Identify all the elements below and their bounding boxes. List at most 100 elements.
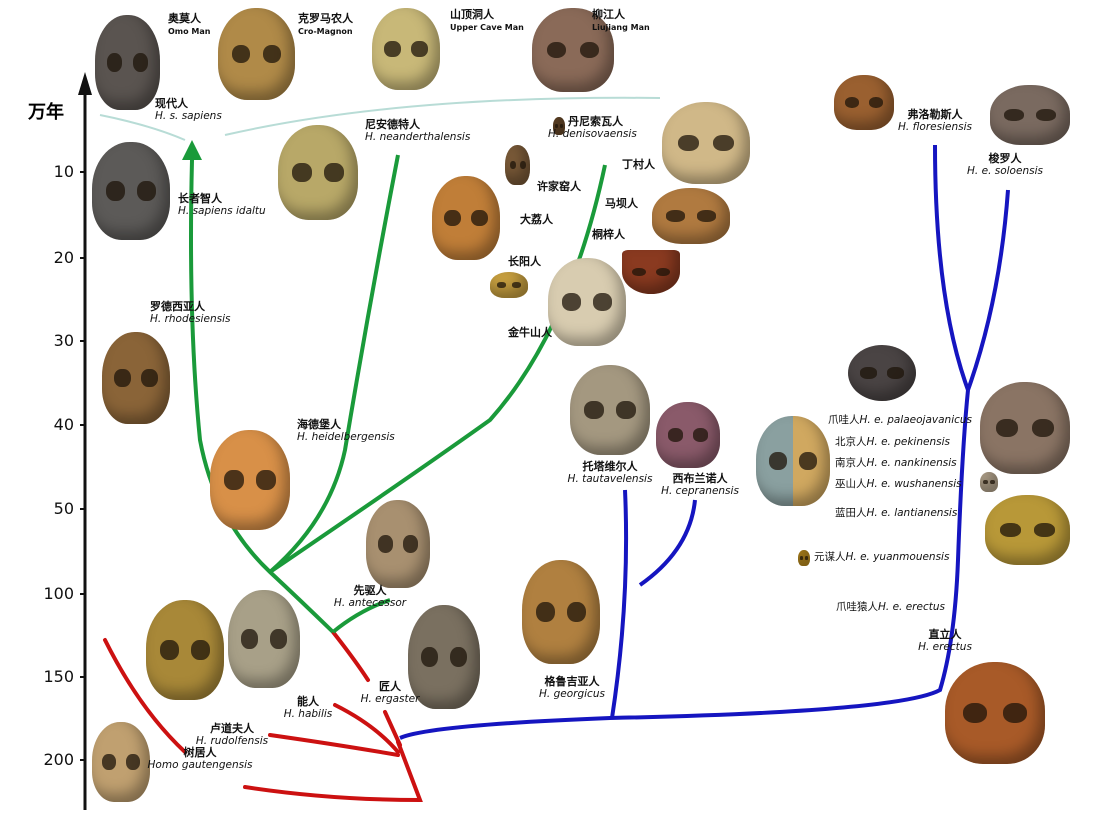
- sangiran-skull-image: [980, 382, 1070, 474]
- label-zh: 蓝田人: [835, 507, 867, 519]
- label-en: H. floresiensis: [898, 121, 972, 133]
- label-en: H. denisovaensis: [548, 128, 637, 140]
- georgicus-skull-image: [522, 560, 600, 664]
- modern-link-curve: [99, 96, 661, 141]
- subspecies-row: 北京人H. e. pekinensis: [835, 434, 950, 449]
- java-skullcap-image: [848, 345, 916, 401]
- dingcun-skull-image: [662, 102, 750, 184]
- label-zh: 西布兰诺人: [672, 472, 728, 485]
- changyang-label: 长阳人: [508, 255, 541, 268]
- ergaster-skull-image: [408, 605, 480, 709]
- tick-label: 150: [43, 667, 74, 686]
- label-zh: 南京人: [835, 457, 867, 469]
- dingcun-label: 丁村人: [622, 158, 655, 171]
- neanderthal-skull-image: [278, 125, 358, 220]
- axis-unit-label: 万年: [28, 102, 64, 123]
- label-zh: 树居人: [183, 746, 217, 759]
- axis-ticks: [80, 171, 85, 761]
- xujiayao-fragment-image: [505, 145, 530, 185]
- lantian-skull-image: [985, 495, 1070, 565]
- subspecies-row: 蓝田人H. e. lantianensis: [835, 505, 957, 520]
- label-zh: 现代人: [155, 97, 188, 110]
- erectus-skull-image: [945, 662, 1045, 764]
- label-zh: 先驱人: [353, 584, 387, 597]
- tongzi-label: 桐梓人: [592, 228, 625, 241]
- label-zh: 卢道夫人: [210, 722, 254, 735]
- label-zh: 丹尼索瓦人: [568, 115, 623, 128]
- label-en: H. e. lantianensis: [866, 507, 958, 519]
- label-zh: 柳江人: [592, 8, 625, 21]
- tick-label: 10: [53, 162, 74, 181]
- label-en: H. sapiens idaltu: [178, 205, 266, 217]
- label-en: H. e. yuanmouensis: [845, 551, 950, 563]
- omo-skull-image: [95, 15, 160, 110]
- rudolfensis-skull-image: [146, 600, 224, 700]
- antecessor-skull-image: [366, 500, 430, 588]
- label-en: H. cepranensis: [661, 485, 739, 497]
- liujiang-skull-image: [532, 8, 614, 92]
- tick-label: 40: [53, 415, 74, 434]
- omo-label: 奥莫人 Omo Man: [168, 12, 210, 38]
- label-zh: 山顶洞人: [450, 8, 494, 21]
- jinniushan-skull-image: [548, 258, 626, 346]
- label-en: Omo Man: [168, 27, 211, 36]
- upper-cave-skull-image: [372, 8, 440, 90]
- label-en: H. tautavelensis: [567, 473, 653, 485]
- label-zh: 元谋人: [814, 551, 846, 563]
- tautavel-skull-image: [570, 365, 650, 455]
- label-en: H. heidelbergensis: [297, 431, 395, 443]
- label-en: H. erectus: [918, 641, 972, 653]
- label-zh: 奥莫人: [168, 12, 201, 25]
- tick-label: 50: [53, 499, 74, 518]
- label-en: Liujiang Man: [592, 23, 650, 32]
- label-en: H. ergaster: [360, 693, 420, 705]
- label-zh: 克罗马农人: [298, 12, 353, 25]
- label-en: H. s. sapiens: [155, 110, 222, 122]
- changyang-fragment-image: [490, 272, 528, 298]
- subspecies-row: 爪哇人H. e. palaeojavanicus: [828, 412, 972, 427]
- label-en: H. e. palaeojavanicus: [859, 414, 973, 426]
- xujiayao-label: 许家窑人: [537, 180, 581, 193]
- floresiensis-skull-image: [834, 75, 894, 130]
- label-zh: 北京人: [835, 436, 867, 448]
- label-en: H. antecessor: [333, 597, 407, 609]
- label-zh: 弗洛勒斯人: [907, 108, 963, 121]
- label-en: H. e. pekinensis: [866, 436, 950, 448]
- heidelbergensis-skull-image: [210, 430, 290, 530]
- liujiang-label: 柳江人 Liujiang Man: [592, 8, 650, 34]
- subspecies-row: 巫山人H. e. wushanensis: [835, 476, 962, 491]
- label-zh: 爪哇猿人: [836, 601, 878, 613]
- label-en: H. e. soloensis: [967, 165, 1043, 177]
- label-zh: 直立人: [928, 628, 962, 641]
- tick-label: 100: [43, 584, 74, 603]
- mapa-skull-image: [652, 188, 730, 244]
- label-en: H. rhodesiensis: [150, 313, 231, 325]
- peking-skull-image: [756, 416, 830, 506]
- tick-label: 20: [53, 248, 74, 267]
- label-zh: 海德堡人: [297, 418, 341, 431]
- label-zh: 巫山人: [835, 478, 867, 490]
- label-en: H. neanderthalensis: [365, 131, 471, 143]
- tongzi-jaw-image: [622, 250, 680, 294]
- tick-label: 30: [53, 331, 74, 350]
- label-zh: 尼安德特人: [365, 118, 420, 131]
- tick-label: 200: [43, 750, 74, 769]
- jinniushan-label: 金牛山人: [508, 326, 552, 339]
- axis-arrow-icon: [78, 72, 92, 95]
